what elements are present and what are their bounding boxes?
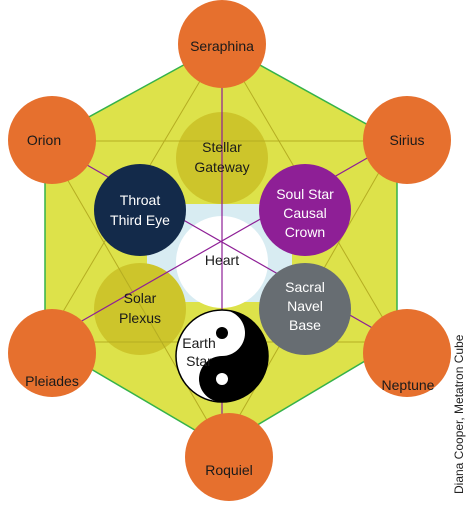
yin-yang-icon bbox=[175, 309, 269, 403]
orion-circle bbox=[8, 96, 96, 184]
throat-circle bbox=[94, 164, 186, 256]
roquiel-circle bbox=[185, 413, 273, 501]
soul-star-label-line-2: Causal bbox=[283, 205, 327, 221]
solar-plexus-label-line-1: Solar bbox=[124, 290, 157, 306]
earth-star-label-line-1: Earth bbox=[182, 335, 215, 351]
sacral-label-line-2: Navel bbox=[287, 298, 323, 314]
seraphina-circle bbox=[178, 0, 266, 88]
stellar-gateway-label-line-2: Gateway bbox=[194, 159, 249, 175]
sacral-label-line-1: Sacral bbox=[285, 279, 325, 295]
soul-star-label-line-3: Crown bbox=[285, 224, 325, 240]
pleiades-circle bbox=[8, 309, 96, 397]
earth-star-label-line-2: Star bbox=[186, 353, 212, 369]
neptune-circle bbox=[363, 309, 451, 397]
sacral-circle bbox=[259, 263, 351, 355]
pleiades-label: Pleiades bbox=[25, 373, 79, 389]
sirius-circle bbox=[363, 96, 451, 184]
soul-star-circle bbox=[259, 164, 351, 256]
heart-label: Heart bbox=[205, 252, 239, 268]
sacral-label-line-3: Base bbox=[289, 317, 321, 333]
stellar-gateway-label-line-1: Stellar bbox=[202, 139, 242, 155]
orion-label: Orion bbox=[27, 132, 61, 148]
throat-label-line-1: Throat bbox=[120, 192, 161, 208]
seraphina-label: Seraphina bbox=[190, 38, 254, 54]
soul-star-label-line-1: Soul Star bbox=[276, 186, 334, 202]
image-credit: Diana Cooper, Metatron Cube bbox=[452, 334, 466, 494]
solar-plexus-label-line-2: Plexus bbox=[119, 310, 161, 326]
solar-plexus-circle bbox=[94, 263, 186, 355]
sirius-label: Sirius bbox=[389, 132, 424, 148]
throat-label-line-2: Third Eye bbox=[110, 212, 170, 228]
neptune-label: Neptune bbox=[382, 377, 435, 393]
roquiel-label: Roquiel bbox=[205, 462, 252, 478]
